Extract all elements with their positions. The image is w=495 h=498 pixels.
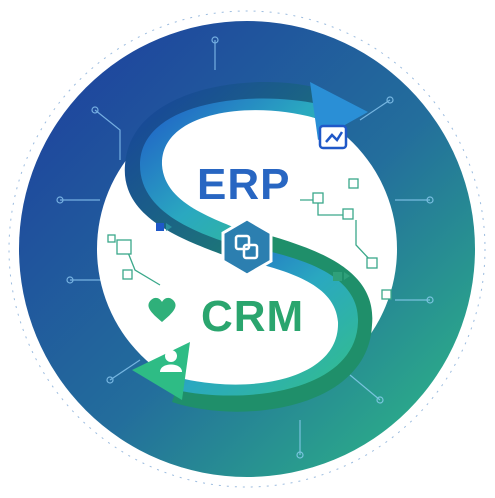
network-node-icon xyxy=(333,272,350,281)
upload-chart-icon xyxy=(318,124,348,150)
circuit-lines xyxy=(56,36,434,459)
erp-label: ERP xyxy=(197,160,291,209)
outer-ring-decoration xyxy=(8,10,486,488)
node-connectors xyxy=(107,178,392,300)
user-icon xyxy=(160,350,182,372)
heart-icon xyxy=(148,297,176,322)
crm-label: CRM xyxy=(201,292,305,341)
s-lower-face xyxy=(176,245,359,396)
s-upper-face xyxy=(140,98,318,253)
center-hexagon xyxy=(221,217,273,277)
flag-icon xyxy=(156,223,172,231)
linked-squares-icon xyxy=(234,234,259,260)
